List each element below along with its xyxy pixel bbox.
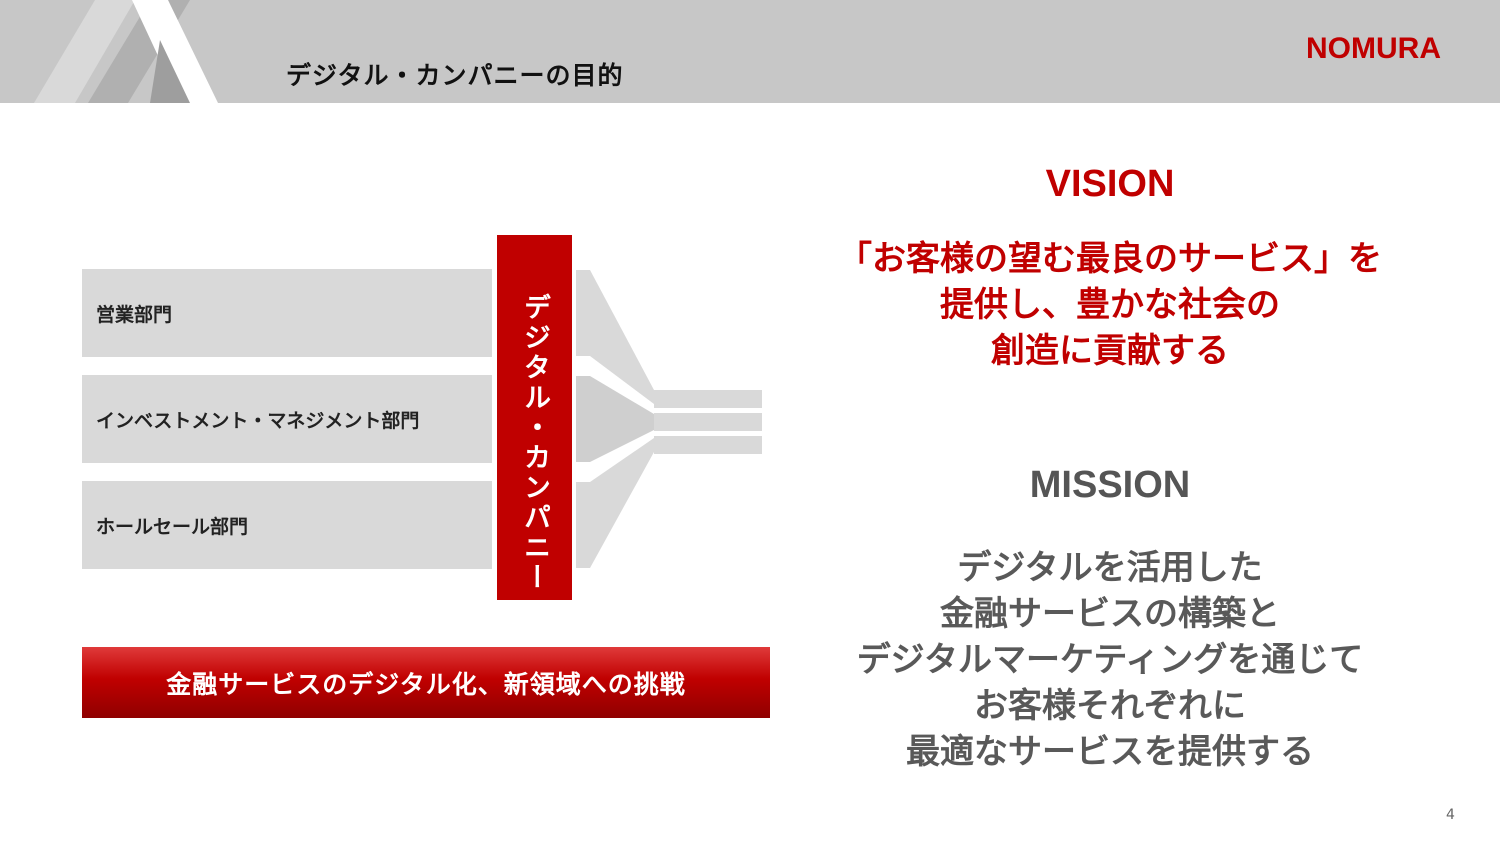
mission-statement: デジタルを活用した 金融サービスの構築と デジタルマーケティングを通じて お客様… bbox=[780, 545, 1440, 775]
digital-company-bar: デジタル・カンパニー bbox=[497, 235, 572, 600]
mission-heading: MISSION bbox=[1029, 464, 1191, 506]
mission-line: 最適なサービスを提供する bbox=[906, 732, 1314, 772]
department-box-wholesale: ホールセール部門 bbox=[82, 481, 492, 569]
page-number: 4 bbox=[1446, 807, 1455, 823]
department-box-investment-management: インベストメント・マネジメント部門 bbox=[82, 375, 492, 463]
mission-line: お客様それぞれに bbox=[974, 686, 1246, 726]
vision-line: 創造に貢献する bbox=[991, 331, 1229, 371]
department-box-sales: 営業部門 bbox=[82, 269, 492, 357]
mission-line: 金融サービスの構築と bbox=[940, 594, 1280, 634]
vision-statement: 「お客様の望む最良のサービス」を 提供し、豊かな社会の 創造に貢献する bbox=[780, 236, 1440, 374]
convergence-funnel-graphic bbox=[576, 270, 762, 568]
header-bar: デジタル・カンパニーの目的 NOMURA bbox=[0, 0, 1500, 103]
digital-company-label: デジタル・カンパニー bbox=[519, 293, 550, 593]
vision-line: 提供し、豊かな社会の bbox=[940, 285, 1280, 325]
vision-heading: VISION bbox=[1045, 163, 1175, 205]
header-decoration-graphic bbox=[34, 0, 218, 103]
page-title: デジタル・カンパニーの目的 bbox=[286, 61, 624, 90]
vision-line: 「お客様の望む最良のサービス」を bbox=[838, 239, 1382, 279]
nomura-logo: NOMURA bbox=[1306, 32, 1441, 65]
mission-line: デジタルマーケティングを通じて bbox=[856, 640, 1364, 680]
mission-line: デジタルを活用した bbox=[957, 548, 1263, 588]
challenge-banner: 金融サービスのデジタル化、新領域への挑戦 bbox=[82, 647, 770, 718]
